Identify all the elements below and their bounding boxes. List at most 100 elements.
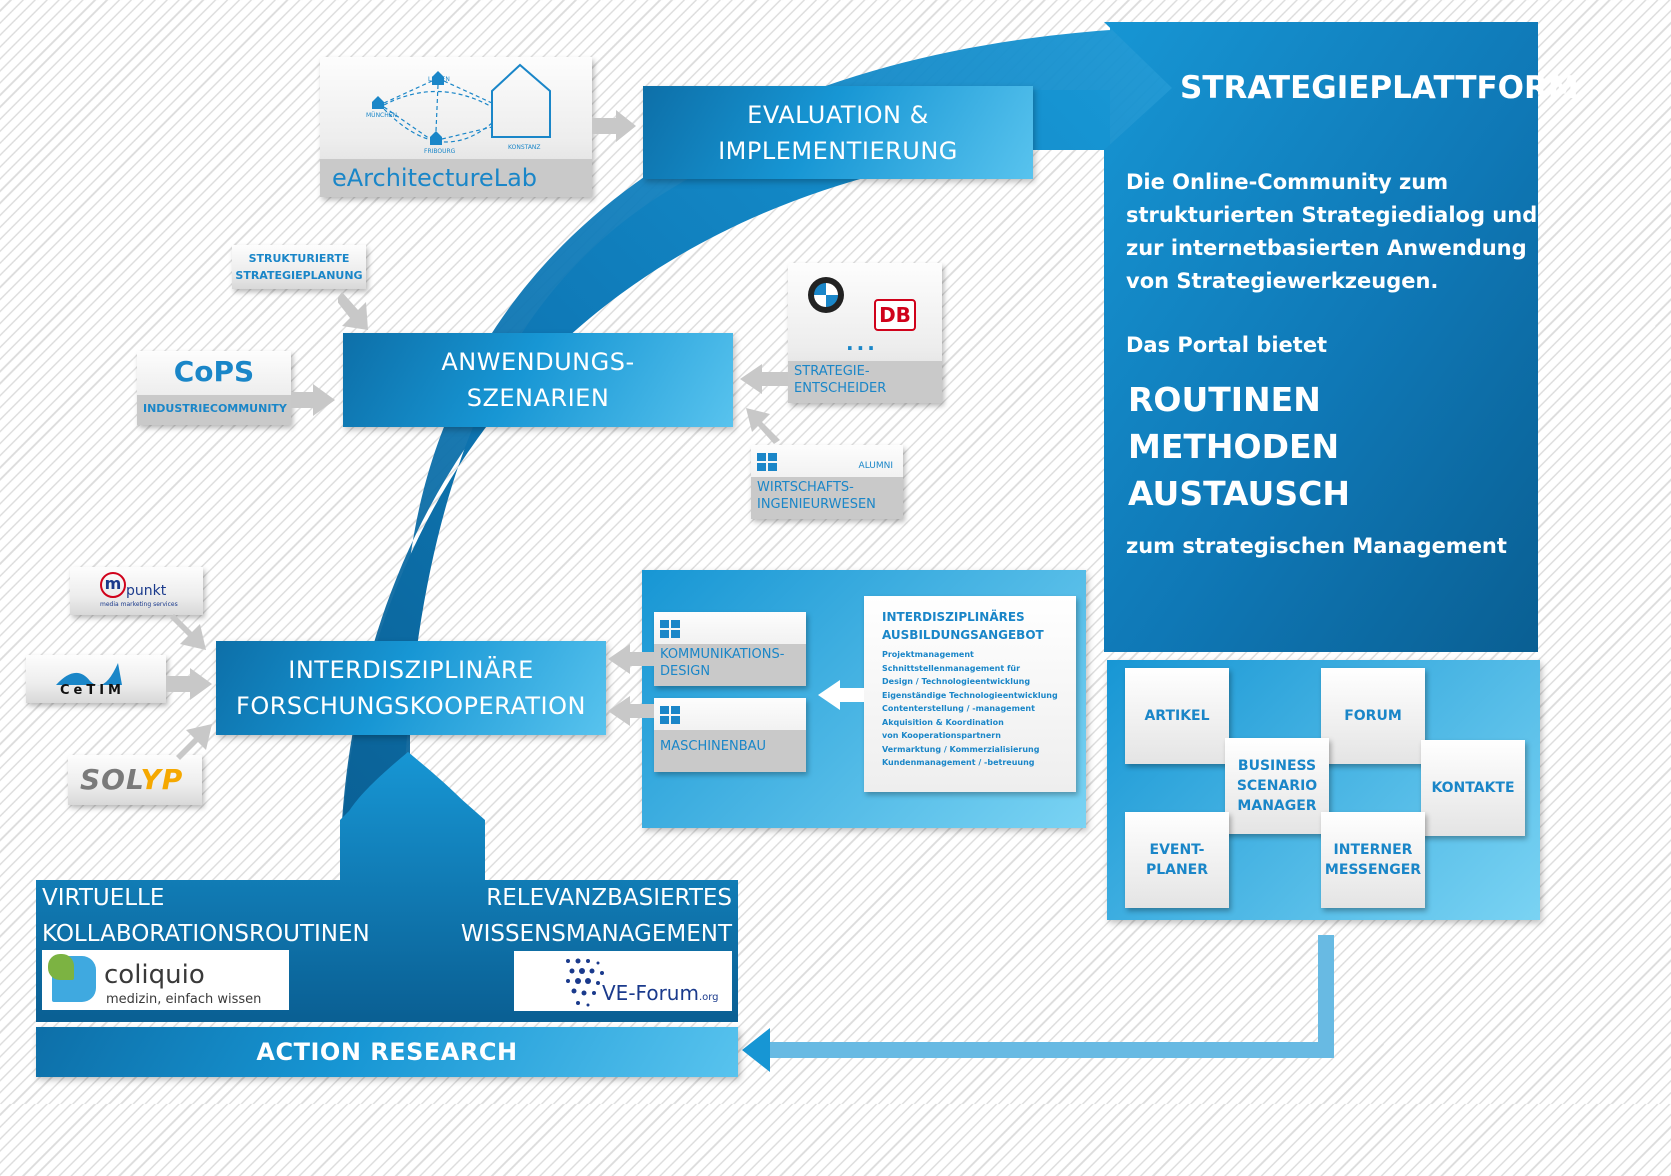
- bmw-logo: [808, 277, 844, 313]
- hochschule-icon: [660, 706, 680, 724]
- strategie-entscheider-label: STRATEGIE- ENTSCHEIDER: [788, 361, 942, 403]
- wirtschaftsingenieurwesen-card: ALUMNI WIRTSCHAFTS- INGENIEURWESEN: [751, 445, 903, 519]
- arrow-cops-head: [313, 384, 335, 416]
- arrow-solyp: [176, 724, 212, 760]
- veforum-dots-icon: [566, 958, 604, 1007]
- offer-austausch: AUSTAUSCH: [1128, 474, 1350, 513]
- action-research-bar: ACTION RESEARCH: [36, 1027, 738, 1077]
- cops-logo: CoPS: [173, 355, 255, 388]
- feature-eventplaner[interactable]: EVENT- PLANER: [1125, 812, 1229, 908]
- arrow-maschinenbau-head: [608, 696, 630, 726]
- coliquio-tagline: medizin, einfach wissen: [106, 992, 262, 1007]
- arrow-kommunikation-head: [608, 644, 630, 674]
- maschinenbau-card: MASCHINENBAU: [654, 698, 806, 772]
- arrow-earch-to-eval: [592, 118, 618, 134]
- node-leiden: LEIDEN: [428, 76, 450, 83]
- more-dots: ...: [846, 331, 878, 355]
- solyp-logo: SOLYP: [80, 763, 183, 796]
- feature-forum[interactable]: FORUM: [1321, 668, 1425, 764]
- offer-routinen: ROUTINEN: [1128, 380, 1321, 419]
- list-item: Schnittstellenmanagement für: [882, 663, 1021, 673]
- virtuelle-kollaborationsroutinen-title: VIRTUELLE KOLLABORATIONSROUTINEN: [42, 885, 370, 947]
- cops-card: CoPS INDUSTRIECOMMUNITY: [137, 351, 291, 425]
- maschinenbau-label: MASCHINENBAU: [654, 730, 806, 772]
- list-item: Kundenmanagement / -betreuung: [882, 758, 1035, 767]
- feature-interner-messenger[interactable]: INTERNER MESSENGER: [1321, 812, 1425, 908]
- stage-anwendung-label: ANWENDUNGS- SZENARIEN: [441, 348, 635, 412]
- veforum-name-text: VE-Forum: [602, 981, 699, 1005]
- veforum-suffix: .org: [698, 992, 719, 1003]
- arrow-cetim-shaft: [166, 676, 192, 692]
- arrow-cetim-head: [190, 668, 212, 700]
- mpunkt-name: punkt: [126, 583, 167, 599]
- list-item: von Kooperationspartnern: [882, 731, 1001, 740]
- arrow-kommunikation-shaft: [628, 652, 654, 666]
- arrow-entscheider-shaft: [762, 372, 788, 386]
- platform-description: Die Online-Community zum strukturierten …: [1126, 170, 1538, 293]
- hochschule-icon: [757, 453, 777, 471]
- action-research-label: ACTION RESEARCH: [256, 1038, 518, 1066]
- strukturierte-strategieplanung-card: STRUKTURIERTE STRATEGIEPLANUNG: [232, 245, 366, 289]
- offer-methoden: METHODEN: [1128, 427, 1340, 466]
- stage-forschung-label: INTERDISZIPLINÄRE FORSCHUNGSKOOPERATION: [236, 656, 586, 720]
- earchitecturelab-label: eArchitectureLab: [320, 159, 592, 197]
- solyp-part-b: YP: [140, 763, 184, 796]
- arrow-maschinenbau-shaft: [628, 704, 654, 718]
- cetim-wave-icon: [56, 663, 122, 686]
- solyp-part-a: SOL: [80, 763, 141, 796]
- wissensmanagement-title: RELEVANZBASIERTES WISSENSMANAGEMENT: [460, 885, 732, 947]
- arrow-strukturierte-to-anwendung: [338, 292, 368, 330]
- wirtschaftsingenieurwesen-label: WIRTSCHAFTS- INGENIEURWESEN: [751, 477, 903, 519]
- alumni-badge: ALUMNI: [858, 461, 893, 471]
- arrow-mpunkt: [170, 614, 206, 650]
- education-panel: KOMMUNIKATIONS- DESIGN MASCHINENBAU INTE…: [642, 570, 1086, 828]
- strukturierte-label: STRUKTURIERTE STRATEGIEPLANUNG: [235, 252, 363, 282]
- stage-evaluation-label: EVALUATION & IMPLEMENTIERUNG: [718, 100, 958, 165]
- coliquio-name: coliquio: [104, 960, 205, 990]
- kommunikationsdesign-card: KOMMUNIKATIONS- DESIGN: [654, 612, 806, 686]
- stage-forschung: INTERDISZIPLINÄRE FORSCHUNGSKOOPERATION: [216, 641, 606, 735]
- list-item: Projektmanagement: [882, 650, 974, 659]
- platform-title: STRATEGIEPLATTFORM: [1180, 70, 1579, 106]
- cops-subtitle: INDUSTRIECOMMUNITY: [137, 395, 291, 425]
- feature-kontakte[interactable]: KONTAKTE: [1421, 740, 1525, 836]
- node-muenchen: MÜNCHEN: [366, 112, 398, 119]
- arrow-ausbildung-head: [818, 680, 840, 710]
- network-icon: [372, 63, 551, 145]
- features-panel: ARTIKEL FORUM BUSINESS SCENARIO MANAGER …: [1107, 660, 1540, 920]
- platform-panel: STRATEGIEPLATTFORM Die Online-Community …: [1104, 22, 1579, 652]
- veforum-name: VE-Forum.org: [602, 981, 719, 1005]
- list-item: Contenterstellung / -management: [882, 704, 1035, 713]
- hochschule-icon: [660, 620, 680, 638]
- node-konstanz: KONSTANZ: [508, 144, 541, 151]
- arrow-entscheider-head: [740, 364, 762, 394]
- ausbildungsangebot-list: Projektmanagement Schnittstellenmanageme…: [882, 648, 1058, 770]
- mpunkt-logo-card: m punkt media marketing services: [70, 567, 203, 615]
- solyp-logo-card: SOLYP: [68, 755, 202, 805]
- cetim-name: CeTIM: [60, 683, 125, 698]
- mpunkt-letter: m: [100, 572, 126, 598]
- ausbildungsangebot-title: INTERDISZIPLINÄRES AUSBILDUNGSANGEBOT: [882, 610, 1044, 642]
- feature-artikel[interactable]: ARTIKEL: [1125, 668, 1229, 764]
- coliquio-bubble-icon: [48, 954, 96, 1002]
- arrow-alumni-to-entscheider: [746, 408, 780, 444]
- veforum-logo: VE-Forum.org: [514, 951, 732, 1011]
- coliquio-logo: coliquio medizin, einfach wissen: [42, 950, 289, 1010]
- list-item: Vermarktung / Kommerzialisierung: [882, 744, 1040, 754]
- portal-intro: Das Portal bietet: [1126, 333, 1328, 357]
- offers-suffix: zum strategischen Management: [1126, 534, 1507, 558]
- strategie-entscheider-card: DB ... STRATEGIE- ENTSCHEIDER: [788, 263, 942, 403]
- arrow-earch-head: [616, 110, 636, 142]
- mpunkt-tagline: media marketing services: [100, 601, 178, 608]
- list-item: Akquisition & Koordination: [882, 717, 1004, 727]
- feature-business-scenario-manager[interactable]: BUSINESS SCENARIO MANAGER: [1225, 738, 1329, 834]
- stage-anwendung: ANWENDUNGS- SZENARIEN: [343, 333, 733, 427]
- node-fribourg: FRIBOURG: [424, 148, 456, 155]
- list-item: Design / Technologieentwicklung: [882, 677, 1031, 686]
- db-logo: DB: [874, 299, 916, 331]
- ausbildungsangebot-card: INTERDISZIPLINÄRES AUSBILDUNGSANGEBOT Pr…: [864, 596, 1076, 792]
- stage-evaluation: EVALUATION & IMPLEMENTIERUNG: [643, 86, 1033, 179]
- cetim-logo-card: CeTIM: [26, 655, 166, 703]
- arrow-ausbildung-shaft: [838, 688, 864, 702]
- kommunikationsdesign-label: KOMMUNIKATIONS- DESIGN: [654, 644, 806, 686]
